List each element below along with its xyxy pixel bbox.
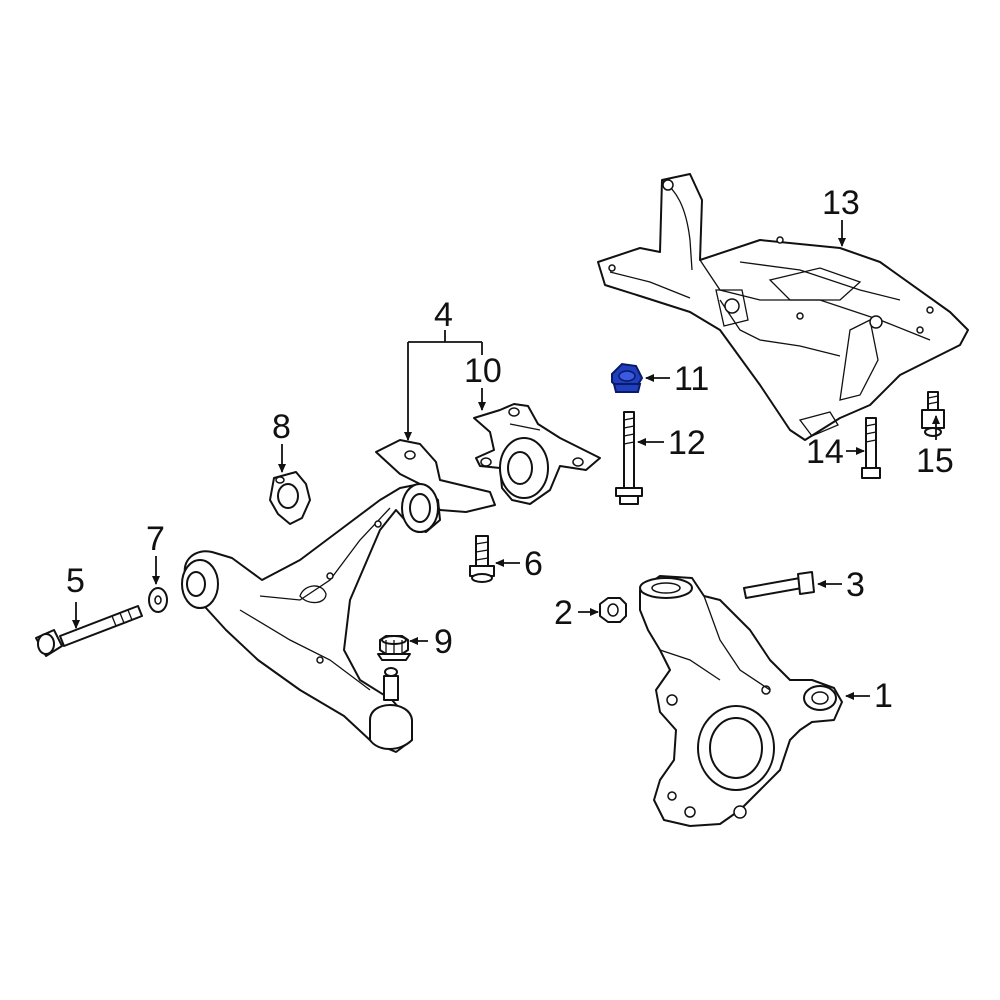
callout-5: 5 (66, 562, 85, 600)
leader-lines (72, 220, 940, 700)
callout-4: 4 (434, 296, 453, 334)
callout-7: 7 (146, 520, 165, 558)
callout-6: 6 (524, 545, 543, 583)
bolt-part-5[interactable] (35, 605, 143, 657)
bolt-part-14[interactable] (861, 417, 881, 479)
bolt-part-6[interactable] (469, 535, 495, 583)
bushing-part-4[interactable] (375, 439, 496, 513)
nut-part-11-highlighted[interactable] (611, 362, 644, 393)
nut-part-9[interactable] (377, 635, 411, 661)
callout-12: 12 (668, 424, 706, 462)
callout-3: 3 (846, 566, 865, 604)
washer-part-7[interactable] (148, 587, 168, 613)
control-arm[interactable] (181, 483, 441, 753)
knuckle-part-1[interactable] (639, 575, 843, 827)
subframe-part-13[interactable] (597, 173, 969, 441)
bolt-part-12[interactable] (615, 411, 643, 505)
bolt-part-15[interactable] (921, 391, 945, 437)
callout-1: 1 (874, 677, 893, 715)
bushing-part-10[interactable] (473, 403, 601, 505)
callout-2: 2 (554, 594, 573, 632)
callout-14: 14 (806, 433, 844, 471)
callout-10: 10 (464, 352, 502, 390)
nut-part-2[interactable] (599, 597, 627, 623)
callout-13: 13 (822, 184, 860, 222)
callout-labels: 1 2 3 4 5 6 7 8 9 10 11 12 13 14 15 (66, 184, 954, 715)
callout-8: 8 (272, 408, 291, 446)
bracket-part-8[interactable] (269, 471, 311, 525)
callout-9: 9 (434, 623, 453, 661)
callout-11: 11 (674, 360, 709, 398)
callout-15: 15 (916, 442, 954, 480)
bolt-part-3[interactable] (743, 571, 815, 599)
